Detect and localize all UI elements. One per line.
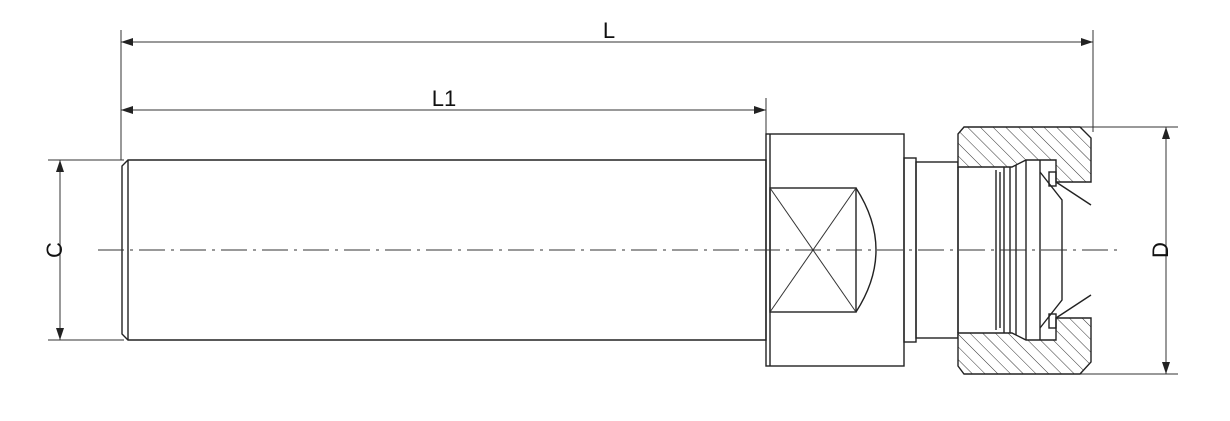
- dimension-l-label: L: [603, 18, 615, 43]
- dimension-c: C: [42, 159, 124, 341]
- dimension-l: L: [120, 18, 1094, 160]
- dimension-d: D: [1080, 126, 1178, 375]
- dimension-d-label: D: [1148, 242, 1173, 258]
- dimension-c-label: C: [42, 242, 67, 258]
- dimension-l1: L1: [121, 86, 767, 134]
- dimension-l1-label: L1: [432, 86, 456, 111]
